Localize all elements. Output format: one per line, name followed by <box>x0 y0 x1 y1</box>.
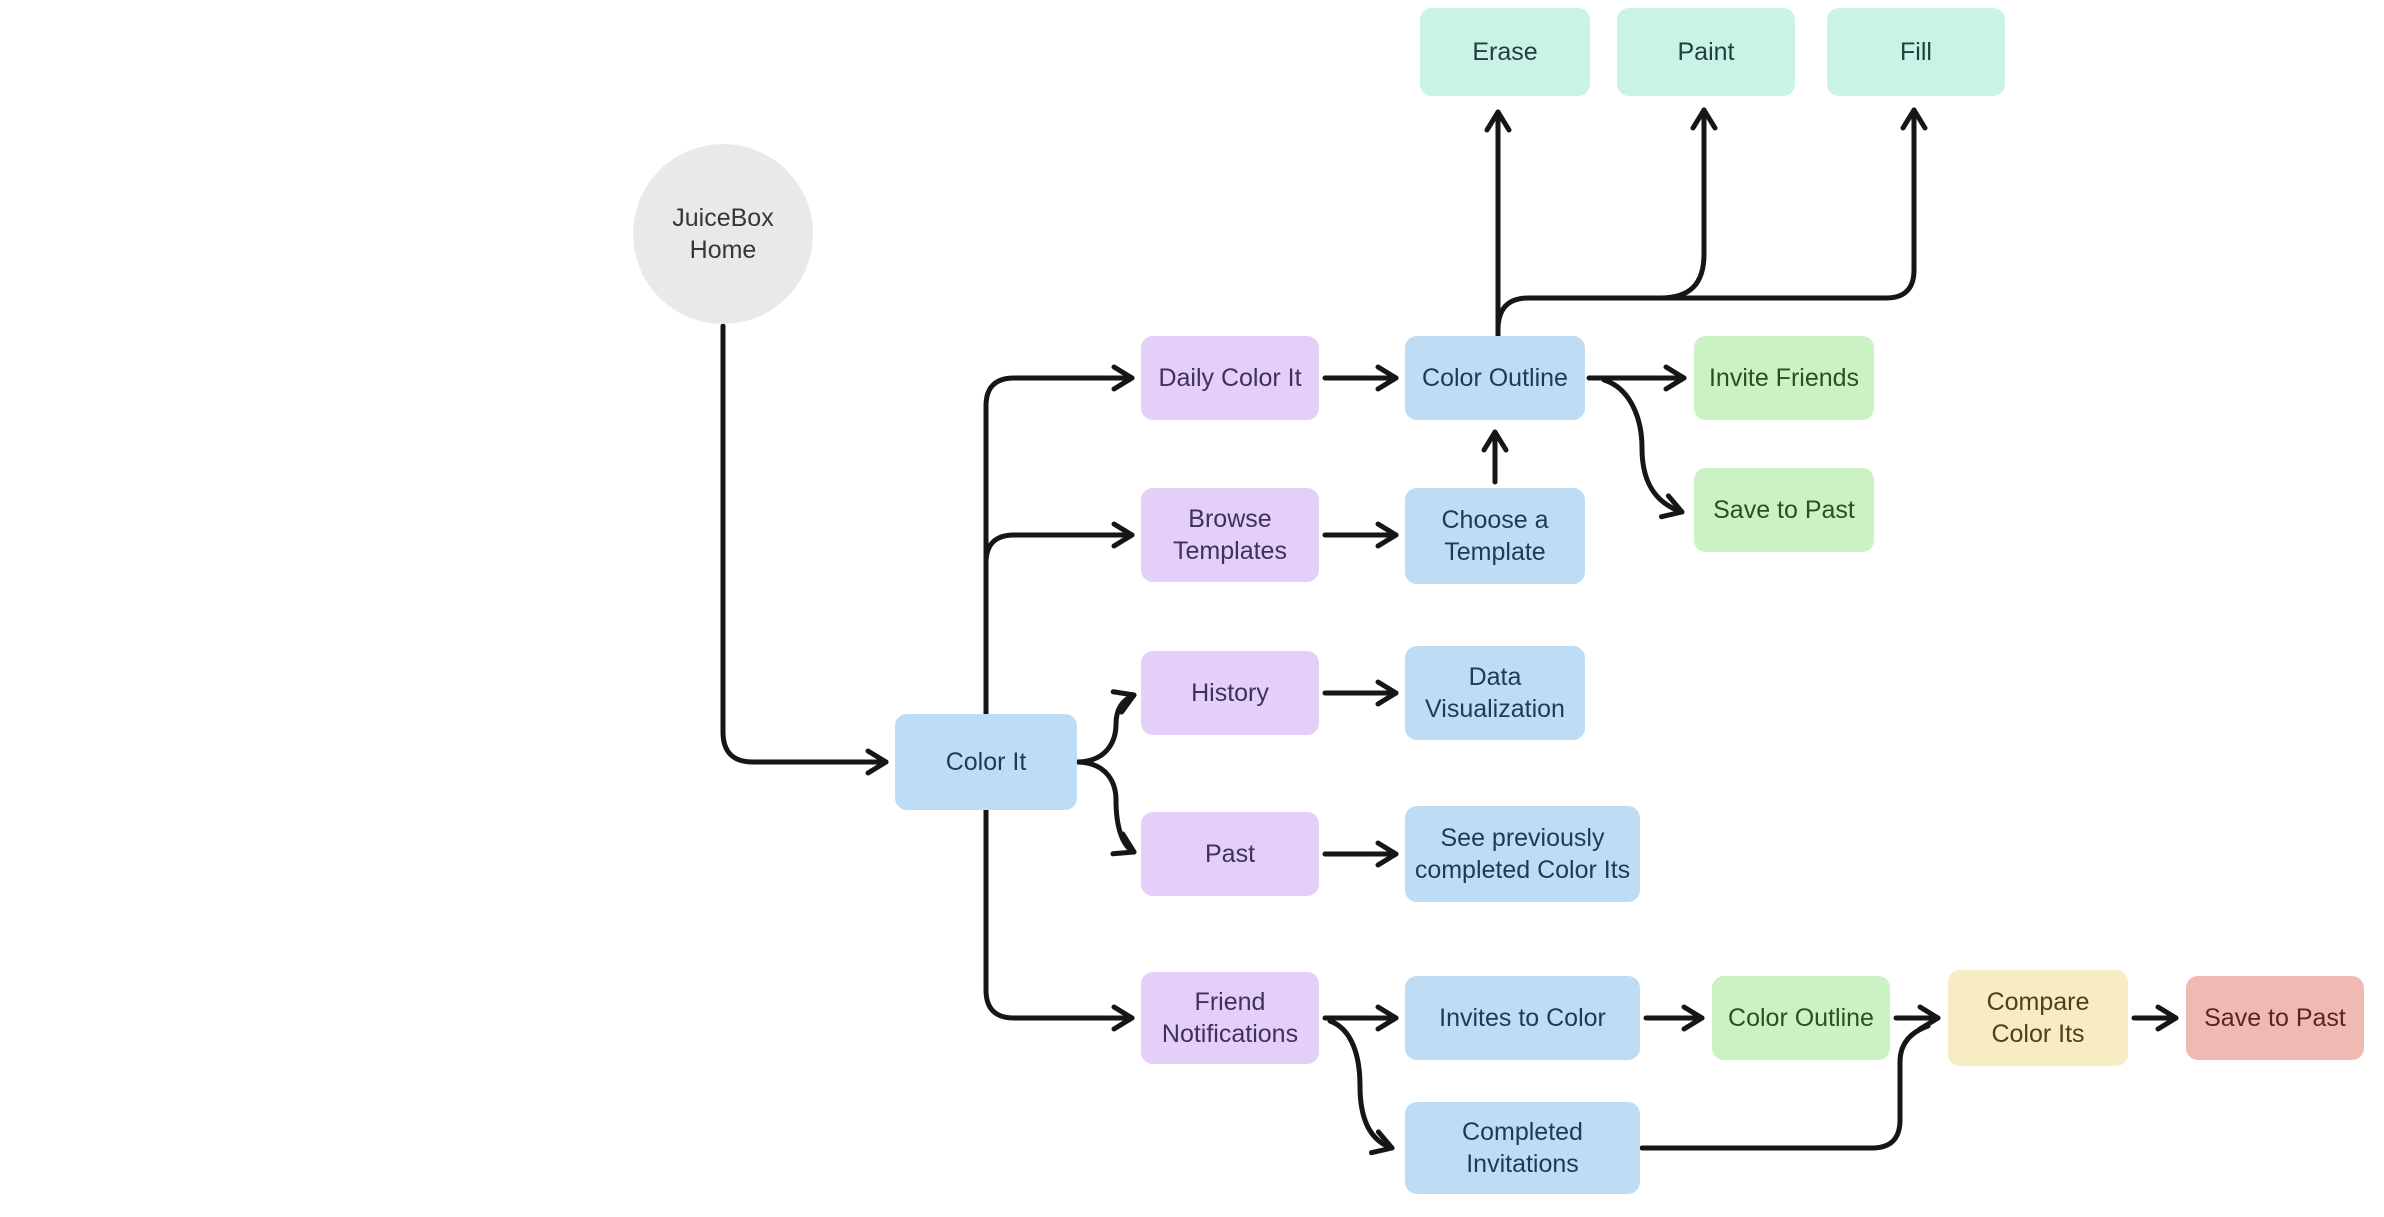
node-label: Daily Color It <box>1158 363 1302 392</box>
node-label: Browse Templates <box>1173 504 1287 566</box>
node-invites-to-color[interactable]: Invites to Color <box>1405 976 1640 1060</box>
node-label: Save to Past <box>1713 495 1855 524</box>
node-color-it[interactable]: Color It <box>895 714 1077 810</box>
edge-color-outline-to-save-to-past <box>1601 377 1685 520</box>
node-label: JuiceBox Home <box>672 203 774 265</box>
node-label: Erase <box>1472 37 1538 66</box>
node-label: Color It <box>945 747 1027 776</box>
node-past[interactable]: Past <box>1141 812 1319 896</box>
node-label: Fill <box>1900 37 1932 66</box>
node-label: Color Outline <box>1422 363 1568 392</box>
node-data-visualization[interactable]: Data Visualization <box>1405 646 1585 740</box>
edge-color-it-to-past <box>1075 759 1137 857</box>
node-label: Completed Invitations <box>1462 1117 1583 1179</box>
edge-friend-to-completed-invitations <box>1327 1018 1395 1156</box>
node-erase[interactable]: Erase <box>1420 8 1590 96</box>
node-label: Invite Friends <box>1708 363 1860 392</box>
node-label: Compare Color Its <box>1986 987 2090 1049</box>
node-label: See previously completed Color Its <box>1414 823 1631 885</box>
node-juicebox-home[interactable]: JuiceBox Home <box>633 144 813 324</box>
node-label: Color Outline <box>1728 1003 1874 1032</box>
node-save-to-past-friends[interactable]: Save to Past <box>2186 976 2364 1060</box>
node-color-outline[interactable]: Color Outline <box>1405 336 1585 420</box>
edge-juicebox-to-color-it <box>720 323 889 776</box>
node-label: Save to Past <box>2204 1003 2346 1032</box>
edge-color-it-to-friend-notifications <box>983 807 1135 1032</box>
node-compare-color-its[interactable]: Compare Color Its <box>1948 970 2128 1066</box>
node-label: Invites to Color <box>1439 1003 1606 1032</box>
node-color-outline-friends[interactable]: Color Outline <box>1712 976 1890 1060</box>
edge-color-outline-to-fill <box>1495 107 1928 333</box>
edge-completed-invitations-to-compare <box>1639 1023 1931 1151</box>
edge-color-outline-to-paint <box>1657 107 1718 301</box>
node-label: Past <box>1204 839 1256 868</box>
node-history[interactable]: History <box>1141 651 1319 735</box>
node-label: Paint <box>1677 37 1735 66</box>
node-fill[interactable]: Fill <box>1827 8 2005 96</box>
node-browse-templates[interactable]: Browse Templates <box>1141 488 1319 582</box>
node-choose-a-template[interactable]: Choose a Template <box>1405 488 1585 584</box>
node-label: Data Visualization <box>1425 662 1565 724</box>
edge-color-it-to-history <box>1075 689 1137 765</box>
node-label: History <box>1191 678 1269 707</box>
node-paint[interactable]: Paint <box>1617 8 1795 96</box>
node-friend-notifications[interactable]: Friend Notifications <box>1141 972 1319 1064</box>
node-completed-invitations[interactable]: Completed Invitations <box>1405 1102 1640 1194</box>
node-invite-friends[interactable]: Invite Friends <box>1694 336 1874 420</box>
node-save-to-past[interactable]: Save to Past <box>1694 468 1874 552</box>
node-label: Friend Notifications <box>1161 987 1299 1049</box>
node-label: Choose a Template <box>1441 505 1549 567</box>
edge-color-it-to-browse-templates <box>983 521 1135 566</box>
node-see-previously-completed-color-its[interactable]: See previously completed Color Its <box>1405 806 1640 902</box>
node-daily-color-it[interactable]: Daily Color It <box>1141 336 1319 420</box>
edge-color-it-to-daily-color-it <box>983 364 1135 717</box>
